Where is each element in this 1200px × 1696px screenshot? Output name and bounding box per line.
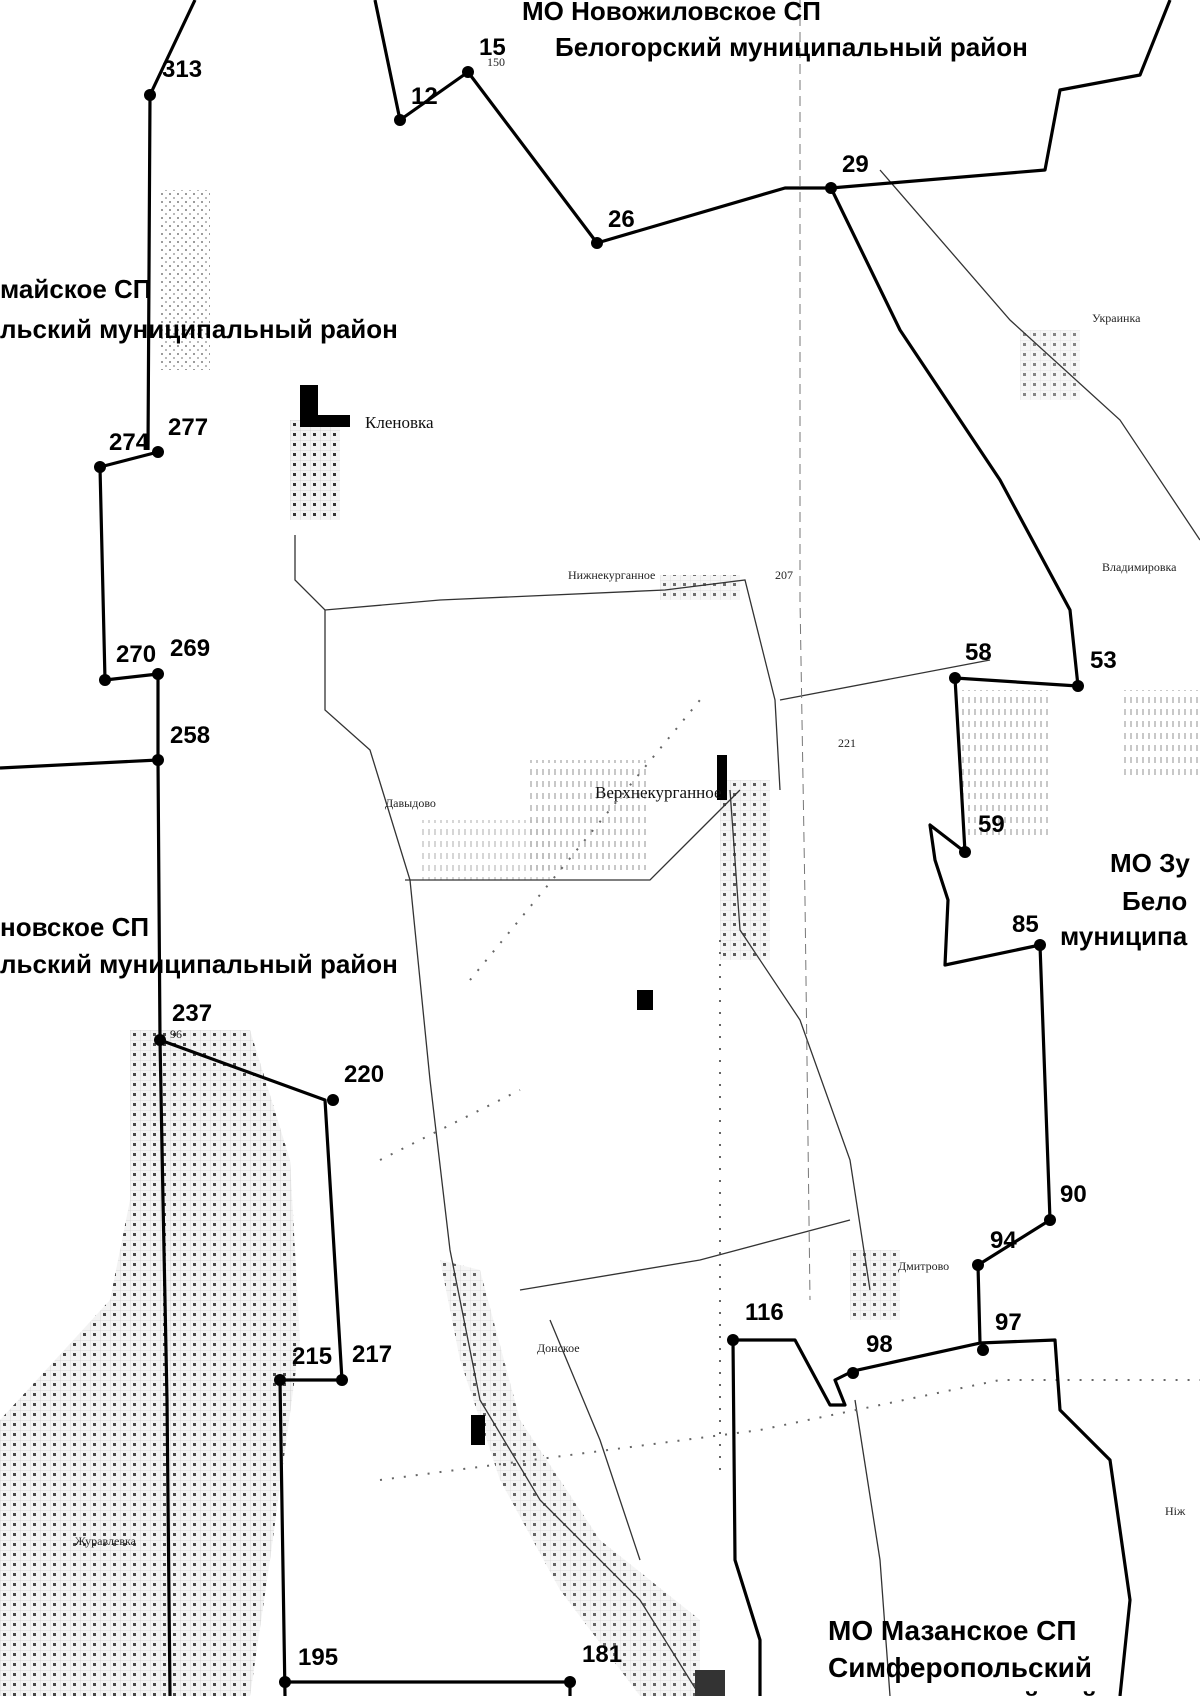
mark-150: 150	[487, 55, 505, 69]
region-mazanskoe-2: Симферопольский	[828, 1652, 1092, 1683]
region-left-upper-2: льский муниципальный район	[0, 314, 398, 344]
point-217: 217	[352, 1341, 392, 1368]
settlement-zhuravlevka: Журавлевка	[75, 1534, 137, 1548]
settlement-nizhnekurgannoe: Нижнекурганное	[568, 568, 655, 582]
boundary-97-east	[979, 1338, 1132, 1696]
point-237: 237	[172, 1000, 212, 1027]
boundary-top-2	[373, 0, 1172, 245]
point-98: 98	[866, 1331, 893, 1358]
zhuravlevka-area	[0, 1030, 300, 1696]
region-left-upper-1: майское СП	[0, 274, 152, 304]
region-mazanskoe-3: муниципальный район	[810, 1687, 1132, 1696]
dotted-line-3	[379, 1379, 1200, 1481]
dmitrovo-blocks	[850, 1250, 900, 1320]
point-277: 277	[168, 414, 208, 441]
point-116: 116	[745, 1299, 784, 1326]
dotted-line-4	[379, 1089, 521, 1161]
boundary-inner-vertical	[158, 1039, 172, 1696]
point-258: 258	[170, 722, 210, 749]
building-verkhne	[717, 755, 727, 800]
region-left-middle-1: новское СП	[0, 912, 149, 942]
point-270: 270	[116, 641, 156, 668]
mark-207: 207	[775, 568, 793, 582]
boundaries	[0, 0, 1172, 1696]
klenovka-blocks	[290, 420, 340, 520]
point-26: 26	[608, 206, 635, 233]
point-220: 220	[344, 1061, 384, 1088]
ukrainka-blocks	[1020, 330, 1080, 400]
field-right-2	[1120, 690, 1200, 780]
settlement-textures	[0, 190, 1200, 1696]
field-upper-left	[160, 190, 210, 370]
settlement-verkhnekurgannoe: Верхнекурганное	[595, 783, 722, 802]
boundary-west-h	[0, 758, 162, 1041]
point-12: 12	[411, 83, 438, 110]
settlement-ukrainka: Украинка	[1092, 311, 1141, 325]
region-belogorsky-top: Белогорский муниципальный район	[555, 32, 1028, 62]
point-15: 15	[479, 34, 506, 61]
mark-221: 221	[838, 736, 856, 750]
boundary-bottom	[285, 1680, 572, 1696]
settlement-donskoe: Донское	[537, 1341, 580, 1355]
region-mazanskoe-1: МО Мазанское СП	[828, 1615, 1077, 1646]
boundary-98-loop	[731, 1338, 854, 1696]
region-right-2: Бело	[1122, 886, 1187, 916]
point-313: 313	[162, 56, 202, 83]
dotted-line-1	[469, 699, 701, 981]
roads	[294, 169, 1200, 1696]
field-right	[960, 690, 1050, 840]
nizhnekurgannoe-blocks	[660, 575, 740, 600]
donskoe-blocks	[440, 1260, 700, 1696]
region-novozhilovskoe: МО Новожиловское СП	[522, 0, 821, 26]
point-195: 195	[298, 1644, 338, 1671]
settlement-davydovo: Давыдово	[385, 796, 436, 810]
mark-96: 96	[170, 1027, 182, 1041]
point-29: 29	[842, 151, 869, 178]
boundary-east-lower	[852, 823, 1052, 1373]
field-center-2	[420, 820, 550, 880]
point-90: 90	[1060, 1181, 1087, 1208]
point-97: 97	[995, 1309, 1022, 1336]
region-right-3: муниципа	[1060, 921, 1188, 951]
building-bottom	[695, 1670, 725, 1696]
point-181: 181	[582, 1641, 622, 1668]
point-94: 94	[990, 1227, 1017, 1254]
building-donskoe	[471, 1415, 485, 1445]
region-left-middle-2: льский муниципальный район	[0, 949, 398, 979]
verkhnekurgannoe-blocks	[720, 780, 770, 960]
settlement-vladimirovka: Владимировка	[1102, 560, 1177, 574]
point-59: 59	[978, 811, 1005, 838]
settlement-klenovka: Кленовка	[365, 413, 434, 432]
point-269: 269	[170, 635, 210, 662]
point-85: 85	[1012, 911, 1039, 938]
point-274: 274	[109, 429, 150, 456]
building-center	[637, 990, 653, 1010]
point-58: 58	[965, 639, 992, 666]
boundary-west-upper	[98, 450, 160, 760]
region-right-1: МО Зу	[1110, 848, 1190, 878]
building-klenovka-2	[300, 415, 350, 427]
point-53: 53	[1090, 647, 1117, 674]
settlement-nizh: Нiж	[1165, 1504, 1186, 1518]
dashed-line	[799, 0, 811, 1301]
point-215: 215	[292, 1343, 332, 1370]
vertices	[94, 66, 1084, 1688]
settlement-dmitrovo: Дмитрово	[898, 1259, 949, 1273]
